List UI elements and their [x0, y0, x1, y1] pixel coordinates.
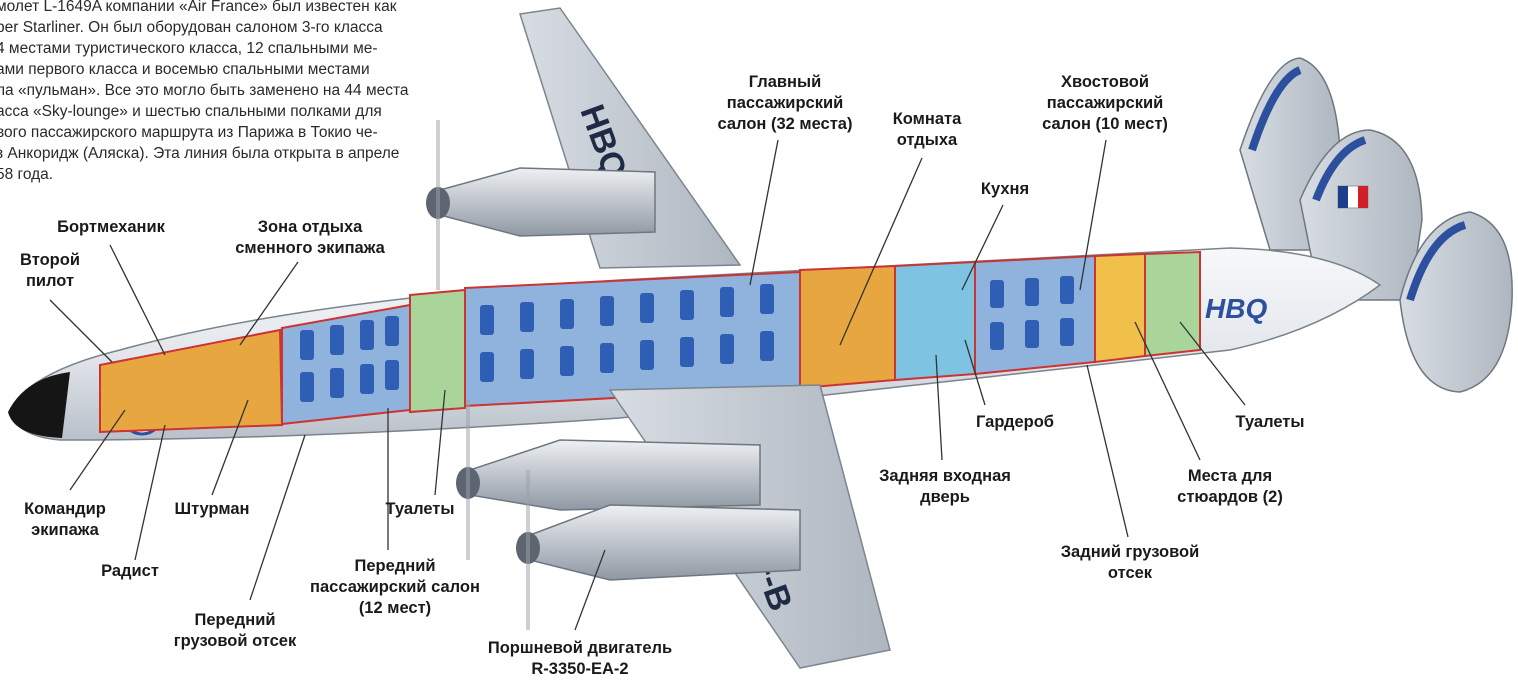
- lower-engines: [456, 400, 801, 630]
- fuselage-code: HBQ: [1205, 293, 1267, 324]
- label-wardrobe: Гардероб: [976, 413, 1054, 431]
- label-flight-engineer: Бортмеханик: [57, 218, 165, 236]
- tail-cabin: [974, 254, 1096, 376]
- label-copilot: Второй пилот: [20, 251, 80, 290]
- leader-lines: [49, 139, 1246, 631]
- label-engine: Поршневой двигатель R-3350-EA-2: [487, 639, 673, 678]
- galley-area: [894, 260, 976, 382]
- label-crew-rest: Зона отдыха сменного экипажа: [235, 218, 385, 257]
- label-radio-operator: Радист: [101, 562, 159, 580]
- label-steward-seats: Места для стюардов (2): [1177, 467, 1283, 506]
- label-lounge: Комната отдыха: [892, 110, 962, 149]
- tail-fins: [1239, 57, 1513, 393]
- label-rear-cargo: Задний грузовой отсек: [1060, 543, 1200, 582]
- label-navigator: Штурман: [174, 500, 250, 518]
- steward-area: [1094, 252, 1146, 364]
- label-toilets-front: Туалеты: [385, 500, 455, 518]
- label-galley: Кухня: [980, 180, 1030, 198]
- main-cabin: [464, 270, 801, 408]
- label-toilets-rear: Туалеты: [1235, 413, 1305, 431]
- nose-cone: [8, 372, 70, 438]
- label-front-cargo: Передний грузовой отсек: [173, 611, 297, 650]
- rear-toilets: [1144, 250, 1201, 358]
- label-tail-cabin: Хвостовой пассажирский салон (10 мест): [1042, 73, 1168, 133]
- label-rear-door: Задняя входная дверь: [879, 467, 1011, 506]
- label-main-cabin: Главный пассажирский салон (32 места): [717, 73, 853, 133]
- intro-text: молет L-1649A компании «Air France» был …: [0, 0, 409, 183]
- label-front-cabin: Передний пассажирский салон (12 мест): [310, 557, 480, 617]
- label-captain: Командир экипажа: [24, 500, 106, 539]
- upper-engine: [426, 120, 656, 290]
- front-toilets: [409, 288, 466, 414]
